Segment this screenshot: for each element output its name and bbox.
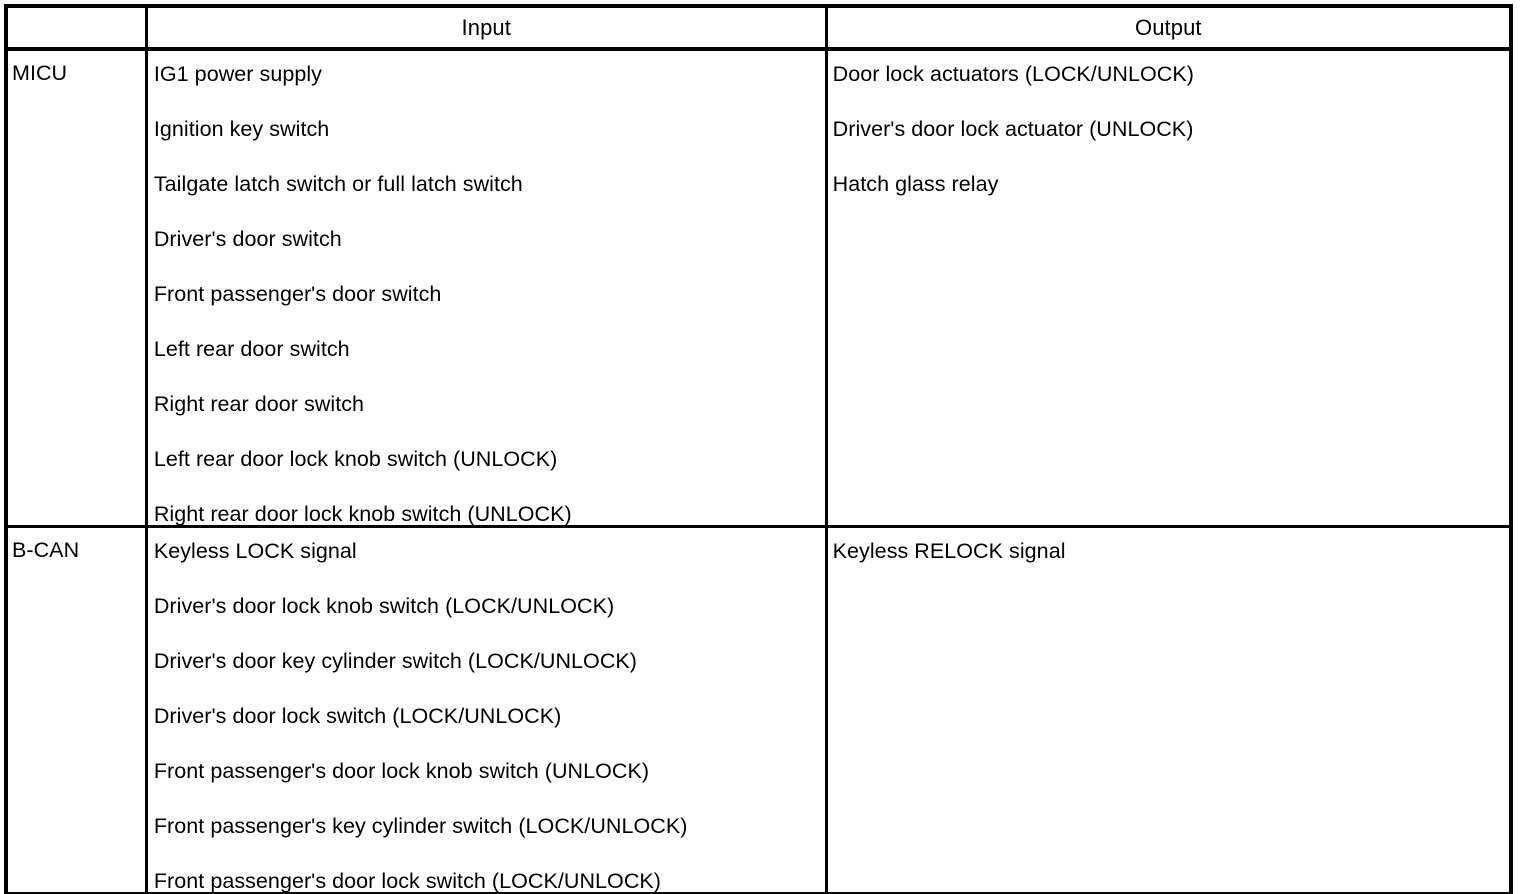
header-output: Output: [826, 6, 1511, 51]
header-row: Input Output: [6, 6, 1511, 51]
list-item: Left rear door lock knob switch (UNLOCK): [153, 447, 558, 471]
module-cell-bcan: B-CAN: [6, 526, 148, 894]
list-item: Driver's door switch: [153, 227, 342, 251]
list-item: Driver's door lock switch (LOCK/UNLOCK): [153, 704, 562, 728]
list-item: Ignition key switch: [153, 117, 330, 141]
output-list-bcan: Keyless RELOCK signal: [828, 528, 1509, 562]
header-input: Input: [146, 6, 828, 51]
list-item: Driver's door lock knob switch (LOCK/UNL…: [153, 594, 615, 618]
output-cell-bcan: Keyless RELOCK signal: [826, 527, 1511, 894]
module-label-bcan: B-CAN: [12, 538, 80, 562]
input-list-micu: IG1 power supply Ignition key switch Tai…: [148, 51, 825, 525]
list-item: Hatch glass relay: [832, 172, 999, 196]
module-label-micu: MICU: [12, 61, 68, 85]
list-item: Driver's door lock actuator (UNLOCK): [832, 117, 1194, 141]
list-item: Front passenger's door switch: [153, 282, 442, 306]
list-item: Front passenger's door lock switch (LOCK…: [153, 869, 662, 893]
input-cell-bcan: Keyless LOCK signal Driver's door lock k…: [146, 526, 828, 894]
list-item: Front passenger's door lock knob switch …: [153, 759, 650, 783]
input-cell-micu: IG1 power supply Ignition key switch Tai…: [146, 49, 828, 528]
table-header: Input Output: [6, 6, 1511, 51]
list-item: Keyless LOCK signal: [153, 539, 357, 563]
table-row-micu: MICU IG1 power supply Ignition key switc…: [6, 49, 1511, 528]
module-cell-micu: MICU: [6, 49, 148, 528]
list-item: Right rear door switch: [153, 392, 365, 416]
list-item: Keyless RELOCK signal: [832, 539, 1066, 563]
list-item: IG1 power supply: [153, 62, 322, 86]
list-item: Driver's door key cylinder switch (LOCK/…: [153, 649, 638, 673]
list-item: Left rear door switch: [153, 337, 350, 361]
input-list-bcan: Keyless LOCK signal Driver's door lock k…: [148, 528, 825, 892]
list-item: Front passenger's key cylinder switch (L…: [153, 814, 688, 838]
table-body: MICU IG1 power supply Ignition key switc…: [6, 49, 1511, 894]
list-item: Tailgate latch switch or full latch swit…: [153, 172, 523, 196]
input-output-table: Input Output MICU IG1 power supply Ignit…: [4, 4, 1513, 894]
output-list-micu: Door lock actuators (LOCK/UNLOCK) Driver…: [828, 51, 1509, 195]
list-item: Right rear door lock knob switch (UNLOCK…: [153, 502, 572, 526]
header-module-column: [6, 6, 148, 51]
table-row-bcan: B-CAN Keyless LOCK signal Driver's door …: [6, 526, 1511, 894]
output-cell-micu: Door lock actuators (LOCK/UNLOCK) Driver…: [826, 49, 1511, 528]
list-item: Door lock actuators (LOCK/UNLOCK): [832, 62, 1194, 86]
